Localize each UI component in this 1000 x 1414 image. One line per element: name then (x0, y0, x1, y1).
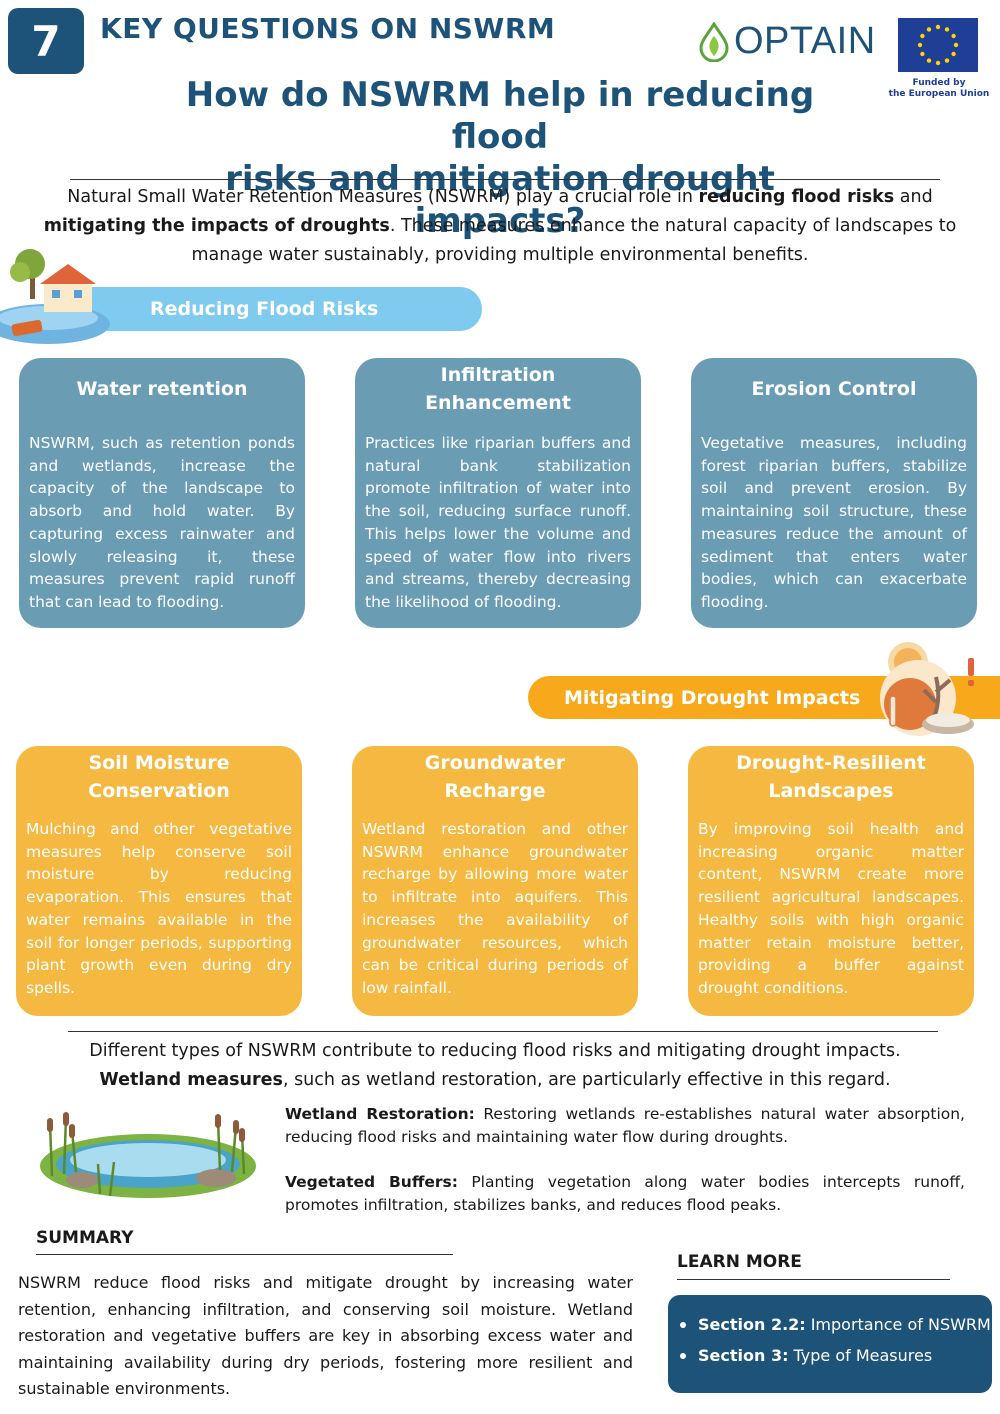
eu-flag-icon (898, 18, 978, 72)
vegetated-buffers-label: Vegetated Buffers: (285, 1173, 458, 1191)
learn-more-box: Section 2.2: Importance of NSWRM Section… (668, 1295, 992, 1393)
card-body: By improving soil health and increasing … (698, 820, 964, 997)
learn-more-link-section-3[interactable]: Section 3: Type of Measures (680, 1340, 992, 1371)
summary-heading: SUMMARY (36, 1228, 134, 1248)
card-water-retention: Water retention NSWRM, such as retention… (19, 358, 305, 628)
card-title: Water retention (76, 378, 248, 400)
card-body: Vegetative measures, including forest ri… (701, 434, 967, 611)
question-number-badge: 7 (8, 8, 84, 74)
vegetated-buffers-desc: Planting vegetation along water bodies i… (285, 1173, 965, 1214)
card-body: NSWRM, such as retention ponds and wetla… (29, 434, 295, 611)
intro-text-1: Natural Small Water Retention Measures (… (67, 187, 699, 207)
summary-text: NSWRM reduce flood risks and mitigate dr… (18, 1273, 633, 1398)
intro-bold-1: reducing flood risks (698, 187, 895, 207)
types-line2: Wetland measures, such as wetland restor… (40, 1066, 950, 1095)
card-infiltration-enhancement: Infiltration Enhancement Practices like … (355, 358, 641, 628)
eu-caption-line1: Funded by (912, 78, 966, 88)
card-body: Wetland restoration and other NSWRM enha… (362, 820, 628, 997)
card-soil-moisture-conservation: Soil Moisture Conservation Mulching and … (16, 746, 302, 1016)
optain-logo: OPTAIN (698, 20, 876, 63)
learn-more-link-section-2-2[interactable]: Section 2.2: Importance of NSWRM (680, 1309, 992, 1340)
card-title: Soil Moisture Conservation (88, 752, 230, 802)
intro-text-3: . These measures enhance the natural cap… (191, 216, 957, 265)
learn-more-label: Importance of NSWRM (810, 1315, 991, 1334)
types-bold: Wetland measures (99, 1070, 283, 1090)
card-groundwater-recharge: Groundwater Recharge Wetland restoration… (352, 746, 638, 1016)
droplet-leaf-icon (699, 21, 729, 62)
summary-underline (36, 1254, 453, 1255)
card-title: Groundwater Recharge (424, 752, 566, 802)
card-drought-resilient-landscapes: Drought-Resilient Landscapes By improvin… (688, 746, 974, 1016)
wetland-restoration-text: Wetland Restoration: Restoring wetlands … (285, 1103, 965, 1148)
learn-more-section: Section 3: (698, 1346, 789, 1365)
drought-icon (872, 632, 978, 742)
wetland-restoration-label: Wetland Restoration: (285, 1105, 475, 1123)
learn-more-underline (677, 1279, 950, 1280)
card-erosion-control: Erosion Control Vegetative measures, inc… (691, 358, 977, 628)
flooded-house-icon (0, 244, 112, 348)
intro-text-2: and (894, 187, 933, 207)
eu-caption-line2: the European Union (888, 89, 990, 99)
card-title: Erosion Control (751, 378, 917, 400)
logo-text: OPTAIN (734, 20, 876, 62)
wetland-pond-icon (30, 1104, 265, 1204)
types-line2-rest: , such as wetland restoration, are parti… (282, 1070, 891, 1090)
intro-bold-2: mitigating the impacts of droughts (43, 216, 390, 236)
types-divider (68, 1031, 938, 1032)
card-title: Drought-Resilient Landscapes (736, 752, 926, 802)
eu-funding-caption: Funded by the European Union (884, 78, 994, 100)
learn-more-heading: LEARN MORE (677, 1252, 802, 1272)
section-title: KEY QUESTIONS ON NSWRM (100, 12, 556, 45)
types-paragraph: Different types of NSWRM contribute to r… (40, 1037, 950, 1095)
card-body: Mulching and other vegetative measures h… (26, 820, 292, 997)
learn-more-section: Section 2.2: (698, 1315, 806, 1334)
types-line1: Different types of NSWRM contribute to r… (89, 1041, 901, 1061)
wetland-restoration-desc: Restoring wetlands re-establishes natura… (285, 1105, 965, 1146)
card-body: Practices like riparian buffers and natu… (365, 434, 631, 611)
vegetated-buffers-text: Vegetated Buffers: Planting vegetation a… (285, 1171, 965, 1216)
title-divider (70, 179, 940, 180)
card-title: Infiltration Enhancement (425, 364, 571, 414)
title-line1: How do NSWRM help in reducing flood (185, 75, 815, 157)
intro-paragraph: Natural Small Water Retention Measures (… (40, 183, 960, 270)
flood-section-heading: Reducing Flood Risks (80, 287, 482, 331)
bullet-icon (680, 1321, 686, 1328)
bullet-icon (680, 1352, 686, 1359)
learn-more-label: Type of Measures (793, 1346, 933, 1365)
